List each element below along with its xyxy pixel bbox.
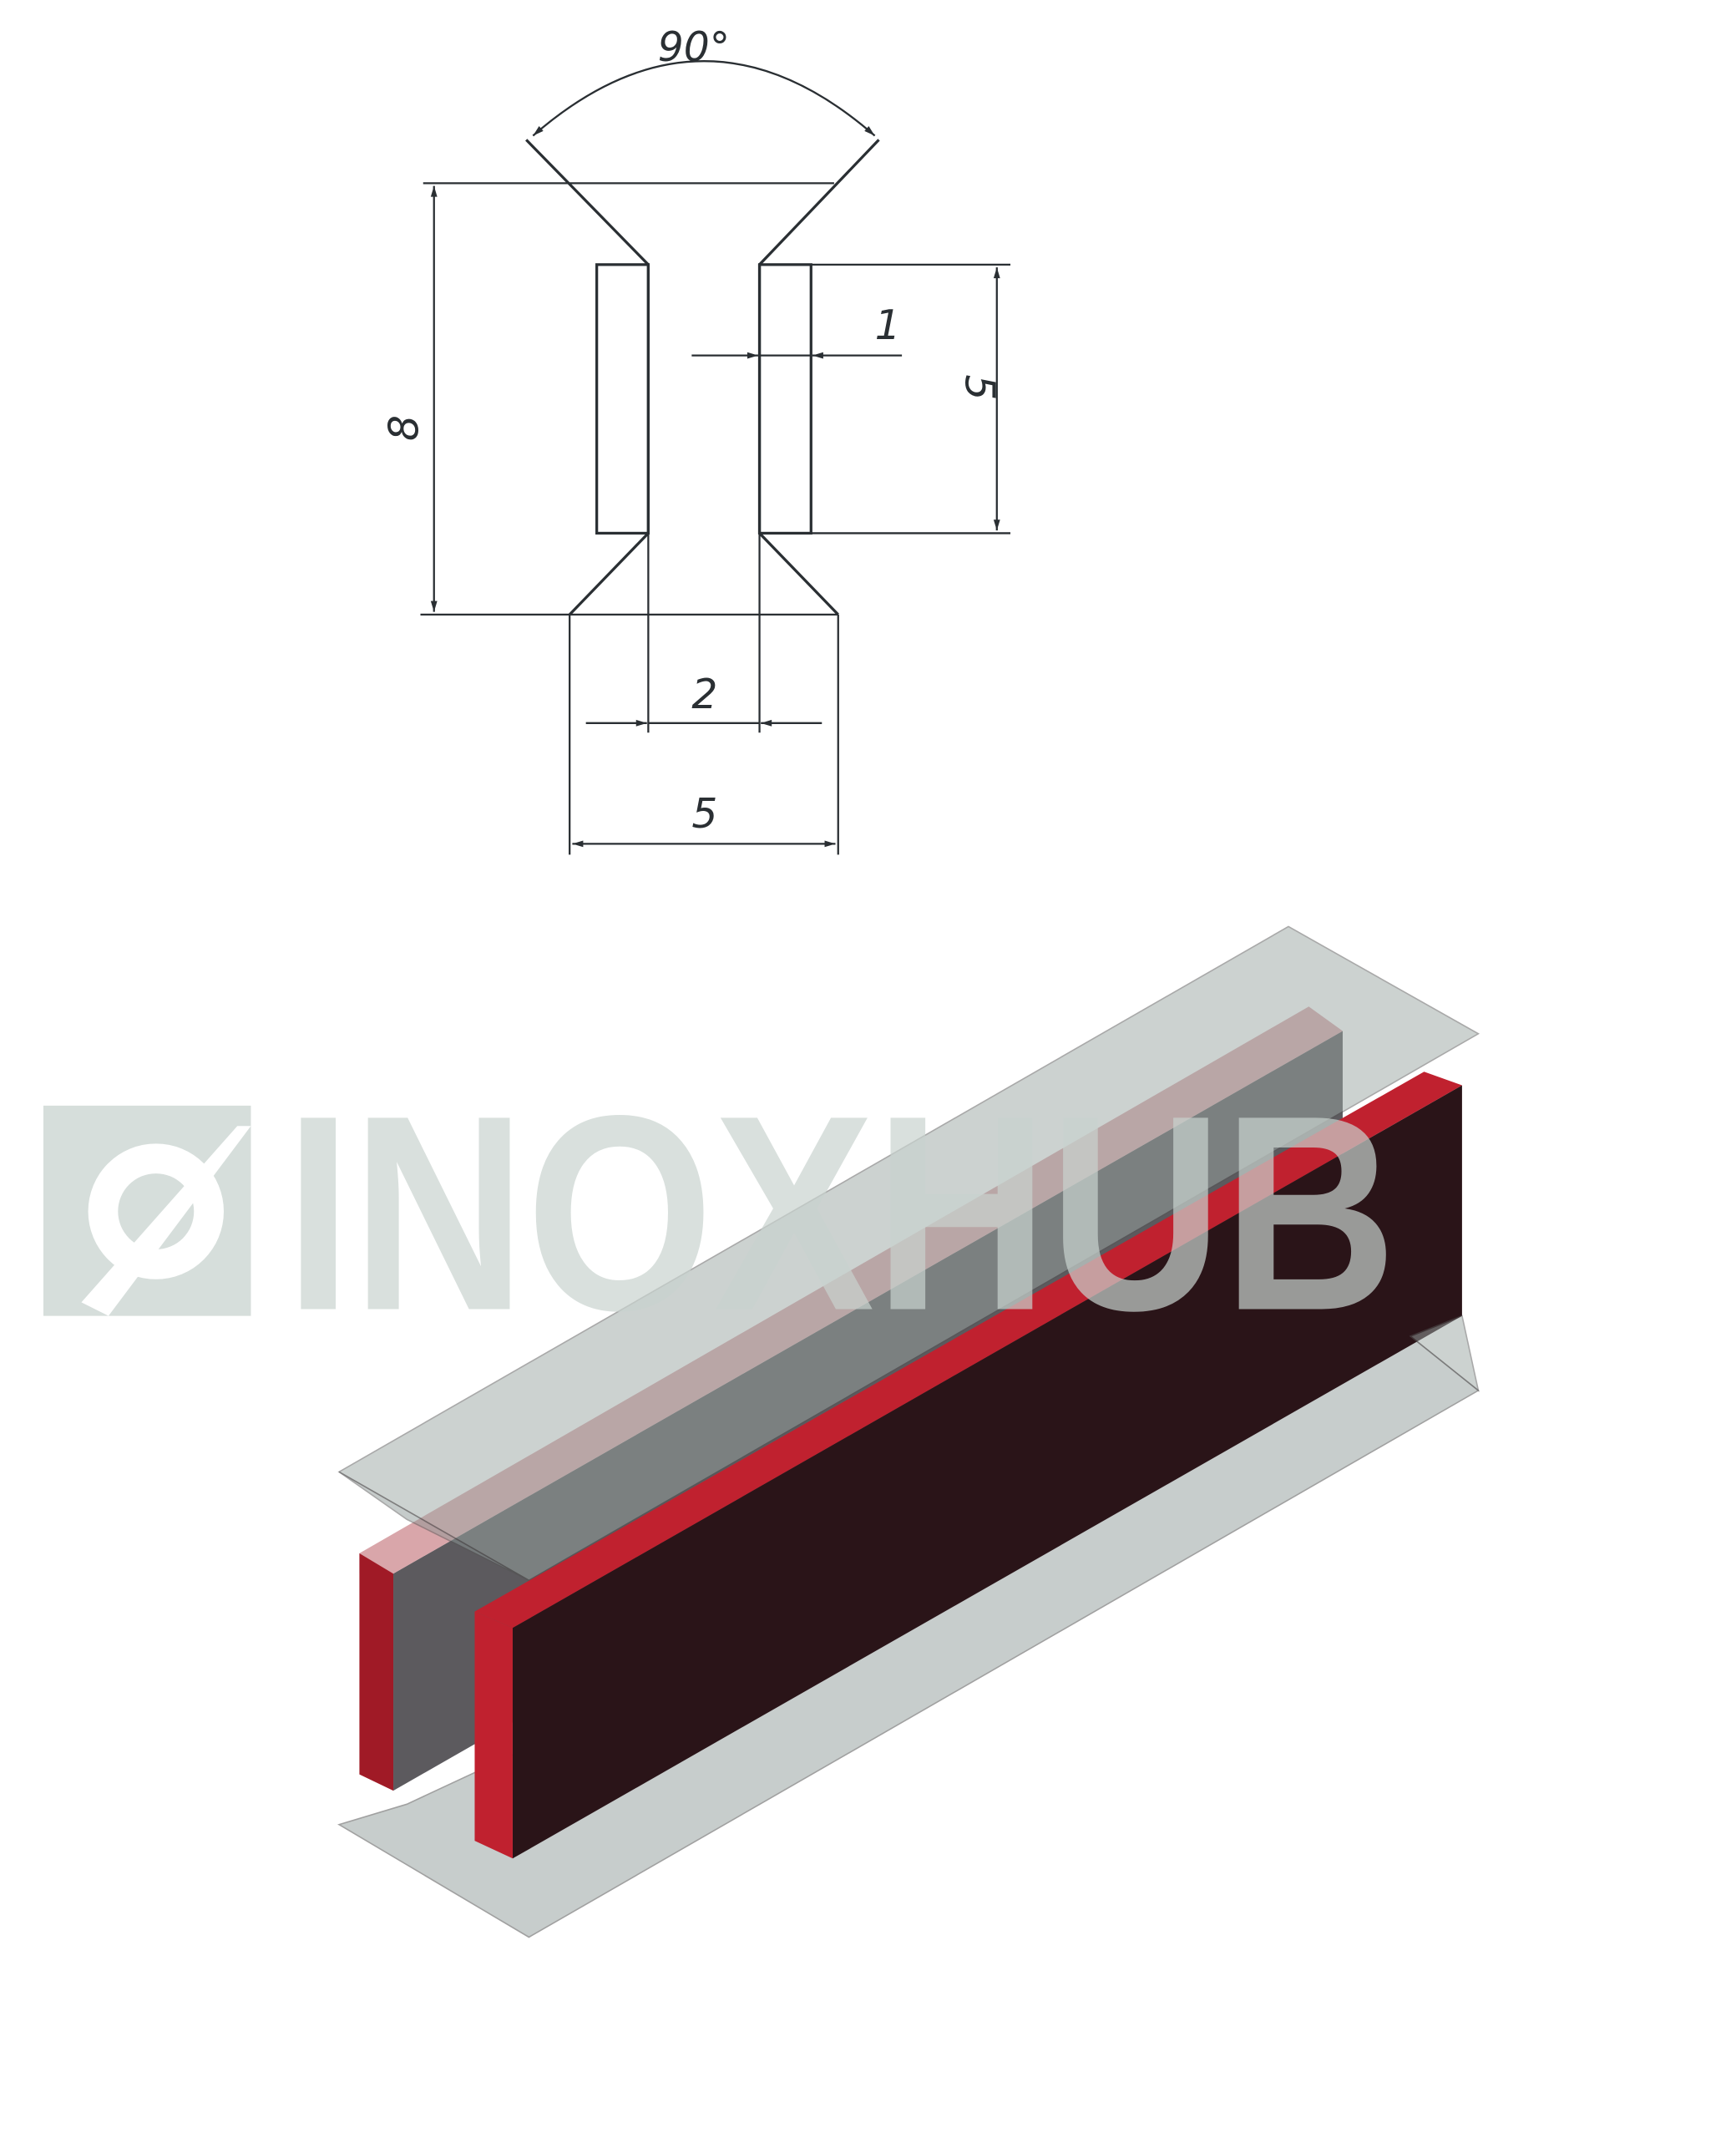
front-plate-end xyxy=(474,1611,513,1859)
angle-label: 90° xyxy=(658,24,730,71)
profile-outline xyxy=(525,139,880,616)
extension-lines xyxy=(420,182,1011,855)
plate-height-label: 5 xyxy=(955,374,1002,400)
plate-thickness-label: 1 xyxy=(875,302,901,349)
back-plate-end xyxy=(359,1553,394,1791)
total-height-label: 8 xyxy=(381,415,428,441)
left-plate-section xyxy=(595,263,650,535)
front-plate-top xyxy=(474,1072,1462,1629)
right-plate-section xyxy=(757,263,812,535)
angle-dimension-arc xyxy=(532,60,876,137)
cross-section-view: 90° 8 5 1 2 5 xyxy=(381,24,1011,855)
watermark-text: INOXHUB xyxy=(285,1057,1397,1368)
gap-width-label: 2 xyxy=(691,671,717,718)
watermark-logo-icon xyxy=(43,1105,251,1316)
isometric-view xyxy=(337,925,1480,1938)
total-width-label: 5 xyxy=(691,791,717,838)
watermark: INOXHUB xyxy=(43,1057,1397,1368)
front-plate-face xyxy=(512,1085,1462,1859)
